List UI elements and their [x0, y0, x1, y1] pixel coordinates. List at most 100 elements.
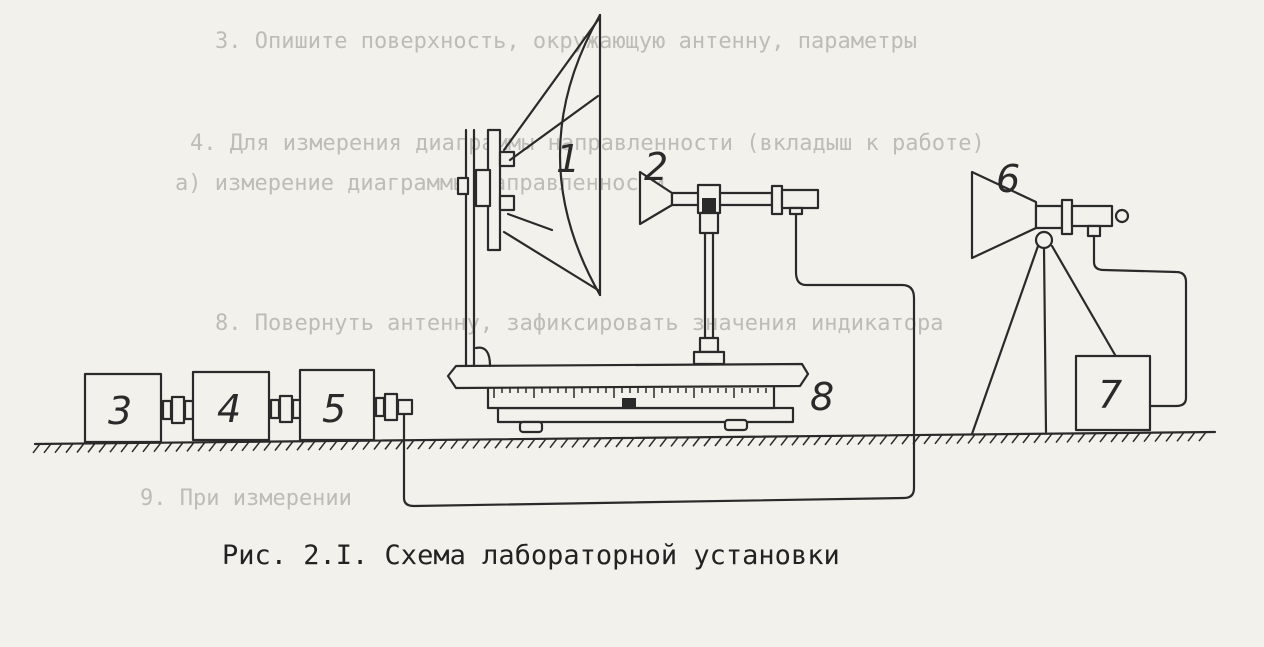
ground-hatch-mark [142, 442, 151, 453]
ground-hatch-mark [505, 438, 514, 449]
ground-hatch-mark [494, 438, 503, 449]
ground-hatch-mark [1198, 431, 1207, 442]
block-5 [298, 368, 376, 442]
ground-hatch-mark [967, 433, 976, 444]
ground-hatch-mark [406, 439, 415, 450]
ground-hatch-mark [1121, 432, 1130, 443]
ground-hatch-mark [76, 443, 85, 453]
ground-hatch-mark [461, 439, 470, 450]
ground-hatch-mark [329, 440, 338, 451]
ground-hatch-mark [626, 437, 635, 448]
ground-hatch-mark [637, 437, 646, 448]
faded-text-line: 4. Для измерения диаграммы направленност… [190, 131, 985, 156]
ground-hatch-mark [1088, 432, 1097, 443]
ground-hatch-mark [901, 434, 910, 445]
ground-hatch-mark [1187, 431, 1196, 442]
ground-hatch-mark [714, 436, 723, 447]
label-3: 3 [108, 389, 132, 433]
ground-hatch-mark [1011, 433, 1020, 444]
ground-hatch-mark [1165, 431, 1174, 442]
ground-hatch-mark [1066, 432, 1075, 443]
ground-hatch-mark [758, 436, 767, 447]
ground-hatch-mark [230, 441, 239, 452]
ground-hatch-mark [725, 436, 734, 447]
ground-hatch-mark [582, 437, 591, 448]
ground-hatch-mark [670, 437, 679, 447]
ground-hatch-mark [945, 434, 954, 445]
ground-hatch-mark [846, 435, 855, 446]
faded-text-line: 9. При измерении [140, 486, 352, 511]
figure-caption: Рис. 2.I. Схема лабораторной установки [222, 540, 840, 571]
ground-hatch-mark [1033, 433, 1042, 444]
ground-hatch-mark [428, 439, 437, 450]
horn-antenna-6 [970, 170, 1130, 260]
ground-hatch-mark [692, 436, 701, 447]
ground-hatch-mark [791, 435, 800, 446]
ground-hatch-mark [197, 441, 206, 452]
faded-text-line: 8. Повернуть антенну, зафиксировать знач… [215, 311, 943, 336]
ground-hatch-mark [65, 443, 74, 454]
cable-antenna-to-indicator [1092, 234, 1188, 408]
label-8: 8 [810, 375, 834, 419]
ground-hatch-mark [274, 441, 283, 451]
ground-hatch-mark [1154, 432, 1163, 442]
ground-hatch-mark [98, 442, 107, 453]
connector-3-4 [161, 395, 195, 425]
ground-hatch-mark [769, 435, 778, 446]
ground-hatch-mark [813, 435, 822, 446]
ground-hatch-mark [109, 442, 118, 453]
ground-hatch-mark [736, 436, 745, 447]
ground-hatch-mark [175, 442, 184, 452]
ground-hatch-mark [1143, 432, 1152, 443]
ground-hatch-mark [43, 443, 52, 454]
block-4 [191, 370, 271, 442]
ground-hatch-mark [857, 435, 866, 446]
ground-hatch-mark [703, 436, 712, 447]
ground-hatch-mark [1044, 433, 1053, 444]
tripod [970, 244, 1120, 436]
ground-hatch-mark [780, 435, 789, 446]
ground-hatch-mark [560, 438, 569, 449]
horn-antenna-2 [638, 170, 820, 366]
ground-hatch-mark [32, 443, 41, 454]
ground-hatch-mark [351, 440, 360, 451]
block-3 [83, 372, 163, 444]
label-1: 1 [556, 137, 580, 181]
ground-hatch-mark [549, 438, 558, 449]
ground-hatch-mark [615, 437, 624, 448]
ground-hatch-mark [340, 440, 349, 451]
ground-hatch-mark [439, 439, 448, 450]
ground-hatch-mark [802, 435, 811, 446]
ground-hatch-mark [483, 438, 492, 449]
cable-source-to-antenna [402, 208, 916, 508]
ground-hatch-mark [956, 434, 965, 445]
faded-background-text: 3. Опишите поверхность, окружающую антен… [140, 29, 985, 511]
label-7: 7 [1098, 373, 1122, 417]
ground-hatch-mark [648, 437, 657, 448]
ground-hatch-mark [54, 443, 63, 454]
ground-hatch-mark [747, 436, 756, 447]
ground-hatch-mark [1132, 432, 1141, 443]
label-5: 5 [322, 387, 346, 431]
ground-hatch-mark [659, 437, 668, 448]
ground-hatch-mark [1077, 432, 1086, 443]
ground-hatch-mark [120, 442, 129, 453]
ground-hatch-mark [373, 440, 382, 450]
rotating-platform [446, 362, 810, 434]
ground-hatch-mark [571, 438, 580, 448]
ground-hatch-mark [1099, 432, 1108, 443]
ground-hatch-mark [1176, 431, 1185, 442]
ground-hatch-mark [153, 442, 162, 453]
ground-hatch-mark [208, 441, 217, 452]
ground-hatch-mark [1000, 433, 1009, 444]
faded-text-line: а) измерение диаграммы направленности [175, 171, 665, 196]
ground-hatch-mark [1110, 432, 1119, 443]
ground-hatch-mark [835, 435, 844, 446]
ground-hatch-mark [472, 439, 481, 449]
ground-hatch-mark [131, 442, 140, 453]
ground-hatch-mark [868, 434, 877, 445]
ground-hatch-mark [538, 438, 547, 449]
ground-hatch-mark [450, 439, 459, 450]
ground-hatch-mark [934, 434, 943, 445]
